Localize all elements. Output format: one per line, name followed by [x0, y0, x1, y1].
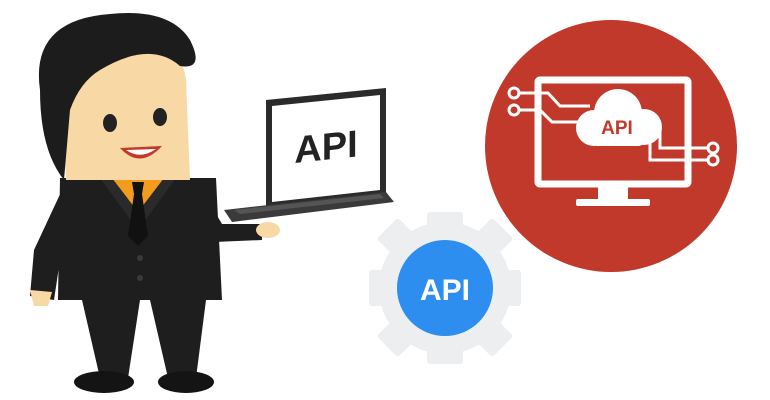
red-monitor-badge: API — [485, 20, 737, 272]
jacket-button — [137, 255, 143, 261]
tie — [128, 194, 148, 246]
cloud-api-label: API — [601, 118, 633, 139]
cloud-icon — [576, 89, 662, 146]
laptop: API — [224, 88, 394, 222]
right-hand — [256, 222, 280, 238]
tie-knot — [132, 182, 144, 194]
left-hand — [30, 290, 52, 306]
right-leg — [150, 300, 206, 378]
hair — [38, 13, 196, 181]
right-arm — [186, 180, 262, 242]
left-leg — [82, 300, 140, 378]
laptop-keyboard — [234, 194, 384, 214]
laptop-screen — [272, 95, 380, 202]
blue-api-circle — [397, 240, 493, 336]
gear-badge: API — [369, 212, 521, 364]
right-eye — [153, 108, 167, 126]
jacket-button — [137, 275, 143, 281]
left-shoe — [74, 371, 134, 393]
teeth — [126, 149, 156, 155]
left-eye — [103, 114, 117, 132]
gear-api-label: API — [420, 274, 470, 307]
laptop-api-label: API — [294, 123, 357, 172]
right-shoe — [158, 371, 214, 393]
monitor-icon — [534, 76, 692, 206]
businessman-figure — [30, 13, 280, 393]
